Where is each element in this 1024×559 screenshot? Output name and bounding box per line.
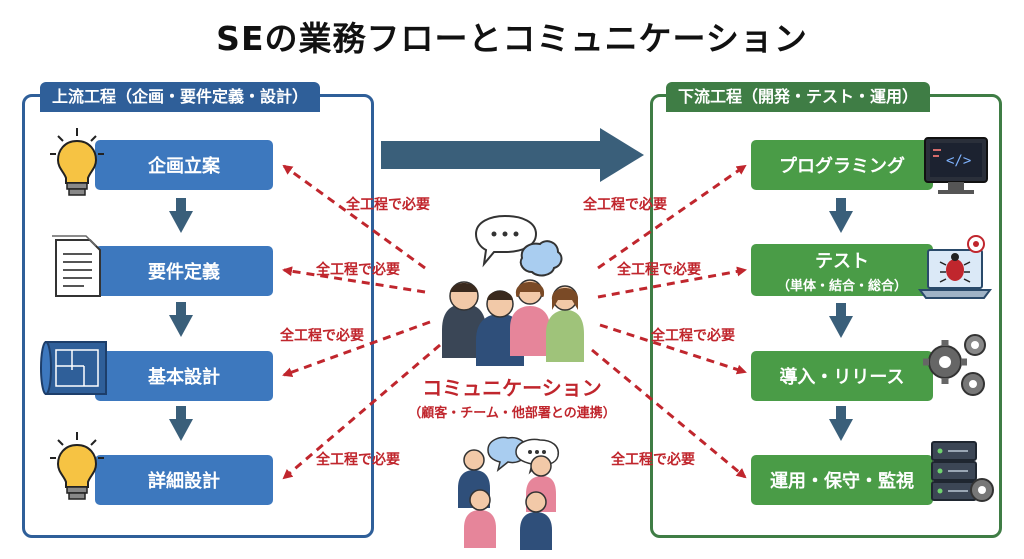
- upstream-header: 上流工程（企画・要件定義・設計）: [40, 82, 321, 112]
- step-release[interactable]: 導入・リリース: [751, 351, 933, 401]
- step-detail-design[interactable]: 詳細設計: [95, 455, 273, 505]
- step-test[interactable]: テスト （単体・結合・総合）: [751, 244, 933, 296]
- bug-laptop-icon: [918, 235, 992, 299]
- step-basic-design[interactable]: 基本設計: [95, 351, 273, 401]
- flow-arrow: [381, 128, 644, 182]
- step-operation[interactable]: 運用・保守・監視: [751, 455, 933, 505]
- step-planning[interactable]: 企画立案: [95, 140, 273, 190]
- code-monitor-icon: </>: [924, 137, 988, 194]
- document-icon: [52, 235, 101, 297]
- comm-arrow-label-2: 全工程で必要: [316, 262, 400, 278]
- comm-arrow-label-6: 全工程で必要: [617, 262, 701, 278]
- comm-arrow-5: [597, 164, 747, 270]
- team-discussion-illustration: [458, 436, 560, 550]
- step-planning-label: 企画立案: [148, 156, 220, 177]
- lightbulb-icon: [50, 432, 104, 500]
- downstream-down-arrows: [829, 198, 853, 441]
- blueprint-icon: [40, 341, 107, 395]
- step-basic-design-label: 基本設計: [148, 367, 220, 388]
- comm-arrow-label-7: 全工程で必要: [651, 328, 735, 344]
- step-test-label: テスト: [815, 250, 869, 272]
- page-title: SEの業務フローとコミュニケーション: [216, 19, 808, 58]
- downstream-header: 下流工程（開発・テスト・運用）: [666, 82, 931, 112]
- lightbulb-icon: [50, 128, 104, 196]
- step-programming[interactable]: プログラミング: [751, 140, 933, 190]
- comm-arrow-1: [282, 164, 426, 270]
- comm-arrow-label-3: 全工程で必要: [280, 328, 364, 344]
- comm-arrow-8: [591, 348, 747, 479]
- comm-arrow-label-4: 全工程で必要: [316, 452, 400, 468]
- comm-arrow-label-8: 全工程で必要: [611, 452, 695, 468]
- gears-icon: [923, 334, 986, 396]
- step-programming-label: プログラミング: [779, 156, 905, 177]
- comm-arrow-label-1: 全工程で必要: [346, 197, 430, 213]
- communication-subtitle: （顧客・チーム・他部署との連携）: [408, 406, 616, 421]
- comm-arrow-7: [599, 323, 747, 375]
- upstream-down-arrows: [169, 198, 193, 441]
- team-meeting-illustration: [442, 279, 584, 366]
- comm-arrow-2: [282, 266, 426, 294]
- comm-arrow-6: [597, 266, 747, 299]
- comm-arrow-4: [282, 343, 441, 480]
- communication-arrows: [282, 164, 747, 480]
- comm-arrow-3: [282, 320, 431, 377]
- step-requirements-label: 要件定義: [148, 262, 220, 283]
- server-icon: [931, 441, 994, 502]
- step-detail-design-label: 詳細設計: [148, 471, 220, 492]
- step-release-label: 導入・リリース: [779, 367, 905, 388]
- comm-arrow-label-5: 全工程で必要: [583, 197, 667, 213]
- communication-title: コミュニケーション: [422, 376, 602, 400]
- svg-text:</>: </>: [946, 153, 971, 169]
- step-test-sublabel: （単体・結合・総合）: [776, 278, 907, 294]
- step-requirements[interactable]: 要件定義: [95, 246, 273, 296]
- speech-bubble-icon: [474, 214, 563, 277]
- step-operation-label: 運用・保守・監視: [770, 471, 914, 492]
